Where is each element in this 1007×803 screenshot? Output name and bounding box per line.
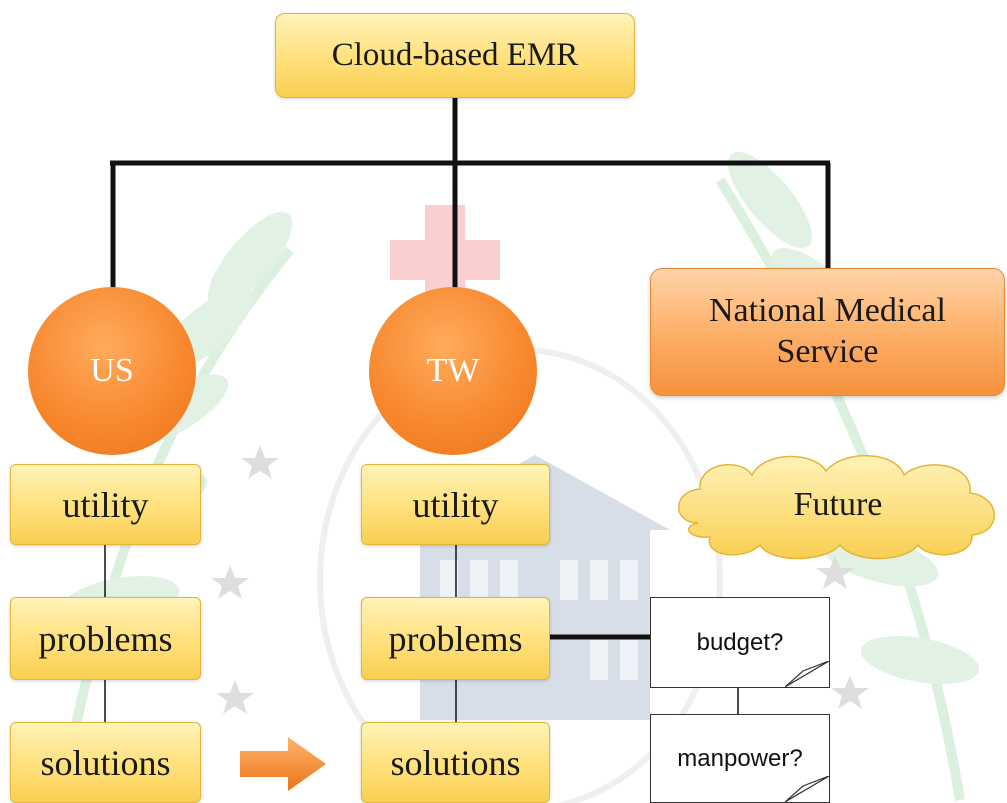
us-solutions-label: solutions xyxy=(40,742,171,783)
nms-node-label-line2: Service xyxy=(776,333,879,370)
tw-node: TW xyxy=(369,287,537,455)
manpower-note: manpower? xyxy=(650,714,830,803)
page-curl-icon xyxy=(785,776,829,802)
right-arrow-icon xyxy=(240,737,326,791)
budget-note-label: budget? xyxy=(696,628,784,656)
tw-solutions-node: solutions xyxy=(361,722,550,803)
us-solutions-node: solutions xyxy=(10,722,201,803)
us-problems-label: problems xyxy=(38,618,173,659)
nms-node-label-line1: National Medical xyxy=(709,292,946,330)
tw-utility-node: utility xyxy=(361,464,550,545)
national-medical-service-node: National Medical Service xyxy=(650,268,1005,396)
tw-solutions-label: solutions xyxy=(390,742,521,783)
tw-utility-label: utility xyxy=(412,484,499,525)
future-label: Future xyxy=(793,486,883,523)
manpower-note-label: manpower? xyxy=(677,744,803,772)
root-node-label: Cloud-based EMR xyxy=(331,37,579,73)
tw-problems-label: problems xyxy=(388,618,523,659)
us-problems-node: problems xyxy=(10,597,201,680)
us-node: US xyxy=(28,287,196,455)
us-utility-node: utility xyxy=(10,464,201,545)
us-node-label: US xyxy=(90,352,134,389)
future-cloud-shape xyxy=(678,454,995,560)
page-curl-icon xyxy=(785,661,829,687)
tw-node-label: TW xyxy=(426,352,480,389)
root-node: Cloud-based EMR xyxy=(275,13,635,98)
watermark-star xyxy=(241,445,279,479)
budget-note: budget? xyxy=(650,597,830,688)
us-utility-label: utility xyxy=(62,484,149,525)
tw-problems-node: problems xyxy=(361,597,550,680)
future-cloud: Future xyxy=(668,445,1007,565)
